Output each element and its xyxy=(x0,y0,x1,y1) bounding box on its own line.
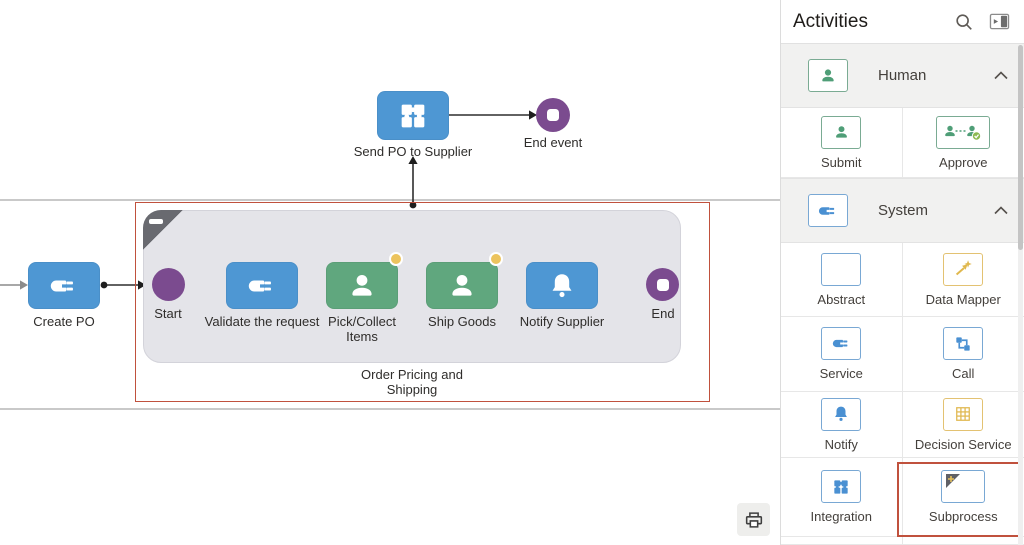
event-start[interactable] xyxy=(152,268,185,301)
print-button[interactable] xyxy=(737,503,770,536)
palette-scrollbar-thumb[interactable] xyxy=(1018,45,1023,250)
palette-header: Activities xyxy=(781,0,1024,44)
palette-item-submit[interactable]: Submit xyxy=(781,108,903,177)
chevron-up-icon[interactable] xyxy=(994,202,1008,220)
abstract-rect-icon xyxy=(821,252,862,286)
palette-item-notify[interactable]: Notify xyxy=(781,392,903,457)
palette-item-service[interactable]: Service xyxy=(781,317,903,391)
node-label: Validate the request xyxy=(204,314,320,329)
approve-icon xyxy=(936,115,991,149)
subprocess-order-pricing-shipping[interactable] xyxy=(143,210,681,363)
task-send-po-integration[interactable] xyxy=(377,91,449,140)
collapse-panel-icon[interactable] xyxy=(989,12,1010,31)
section-human[interactable]: Human xyxy=(781,44,1024,108)
swimlane-divider-bottom xyxy=(0,408,780,410)
palette-row: Integration Subprocess xyxy=(781,458,1024,537)
node-label: Send PO to Supplier xyxy=(353,144,473,159)
person-icon xyxy=(352,274,372,296)
node-label: Pick/Collect Items xyxy=(328,314,396,344)
plug-icon xyxy=(808,194,848,227)
node-label: Create PO xyxy=(33,314,95,329)
plug-icon xyxy=(248,280,271,291)
person-icon xyxy=(452,274,472,296)
person-icon xyxy=(808,59,848,92)
data-mapper-icon xyxy=(943,252,984,286)
section-label: System xyxy=(878,202,929,219)
palette-item-approve[interactable]: Approve xyxy=(903,108,1024,177)
palette-item-abstract[interactable]: Abstract xyxy=(781,243,903,316)
node-label: Notify Supplier xyxy=(519,314,605,329)
puzzle-icon xyxy=(821,470,862,503)
status-dot-badge xyxy=(389,252,403,266)
subprocess-collapse-toggle[interactable] xyxy=(143,210,183,250)
palette-scrollbar-track[interactable] xyxy=(1018,45,1023,545)
swimlane-divider-top xyxy=(0,199,780,201)
chevron-up-icon[interactable] xyxy=(994,67,1008,85)
palette-row: Notify Decision Service xyxy=(781,392,1024,458)
status-dot-badge xyxy=(489,252,503,266)
node-label: Ship Goods xyxy=(428,314,496,329)
decision-grid-icon xyxy=(943,397,984,431)
task-notify-supplier[interactable] xyxy=(526,262,598,309)
palette-row xyxy=(781,537,1024,545)
node-label: End xyxy=(651,306,675,321)
node-label: End event xyxy=(523,135,583,150)
print-icon xyxy=(745,511,762,528)
person-icon xyxy=(821,115,862,149)
task-pick-collect-items[interactable] xyxy=(326,262,398,309)
palette-item-data-mapper[interactable]: Data Mapper xyxy=(903,243,1024,316)
section-system[interactable]: System xyxy=(781,178,1024,243)
palette-row: Service Call xyxy=(781,317,1024,392)
palette-item-decision-service[interactable]: Decision Service xyxy=(903,392,1024,457)
palette-title: Activities xyxy=(793,10,868,32)
section-label: Human xyxy=(878,67,927,84)
palette-item-call[interactable]: Call xyxy=(903,317,1024,391)
subprocess-icon xyxy=(941,470,986,503)
task-ship-goods[interactable] xyxy=(426,262,498,309)
collapse-minus-icon xyxy=(149,219,163,224)
plug-icon xyxy=(50,280,73,291)
palette-item-subprocess[interactable]: Subprocess xyxy=(903,458,1024,536)
palette-row: Submit Approve xyxy=(781,108,1024,178)
plug-icon xyxy=(821,327,862,360)
process-canvas[interactable]: Create PO Start Validate the request Pic… xyxy=(0,0,780,545)
subprocess-label: Order Pricing and Shipping xyxy=(361,367,463,397)
call-icon xyxy=(943,327,984,360)
node-label: Start xyxy=(154,306,182,321)
palette-row: Abstract Data Mapper xyxy=(781,243,1024,317)
puzzle-icon xyxy=(401,104,425,127)
task-create-po[interactable] xyxy=(28,262,100,309)
event-end-top[interactable] xyxy=(536,98,570,132)
event-end[interactable] xyxy=(646,268,679,301)
search-icon[interactable] xyxy=(954,12,974,32)
palette-item-integration[interactable]: Integration xyxy=(781,458,903,536)
activities-palette: Activities Human Submit xyxy=(780,0,1024,545)
bell-icon xyxy=(821,397,862,431)
task-validate-request[interactable] xyxy=(226,262,298,309)
bell-icon xyxy=(552,273,572,297)
